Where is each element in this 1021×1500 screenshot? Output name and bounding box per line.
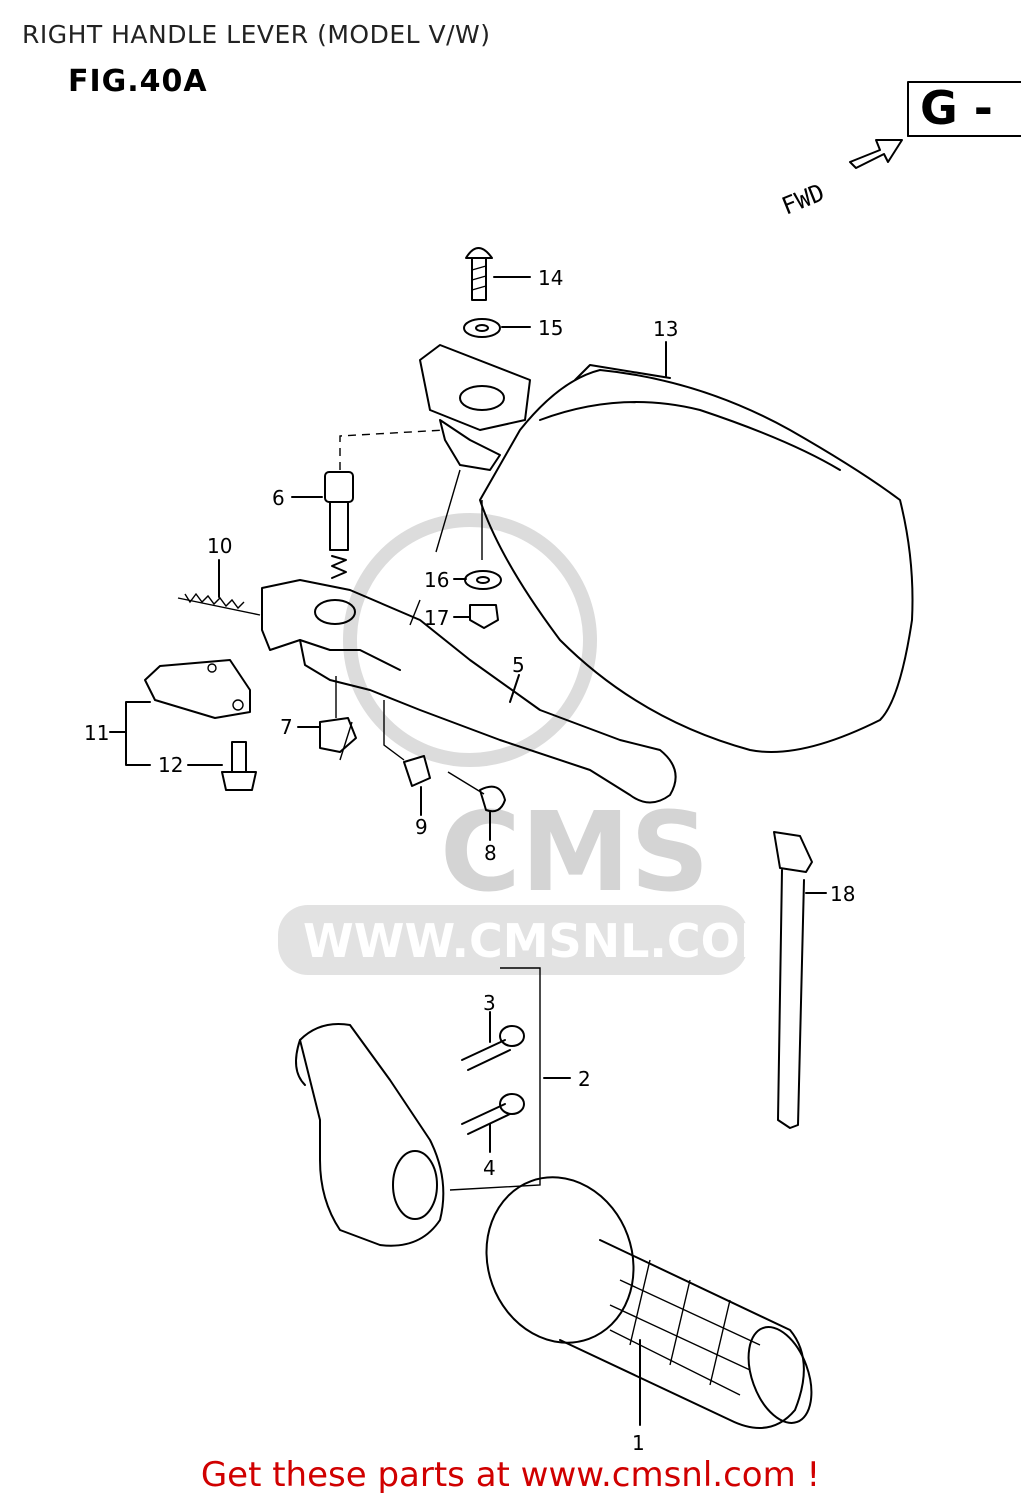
page-title: RIGHT HANDLE LEVER (MODEL V/W) [22,20,491,49]
callout-13: 13 [653,317,678,341]
footer-link[interactable]: Get these parts at www.cmsnl.com ! [200,1455,821,1495]
callout-9: 9 [415,815,428,839]
forward-arrow-icon [849,139,903,169]
throttle-housing-2 [295,967,571,1247]
assembly-lines [339,429,483,626]
callout-2: 2 [578,1067,591,1091]
collar-9 [383,700,431,816]
grip-1 [485,1176,813,1429]
adjuster-10 [177,559,261,616]
callout-17: 17 [424,606,449,630]
reference-box: G - [907,81,1021,137]
callout-8: 8 [484,841,497,865]
callout-16: 16 [424,568,449,592]
figure-label: FIG.40A [68,64,208,99]
callout-12: 12 [158,753,183,777]
reference-box-label: G - [920,81,993,135]
screw-8 [447,771,506,841]
screw-14 [465,247,531,301]
screw-3 [461,1011,525,1071]
washer-15 [463,318,531,338]
callout-1: 1 [632,1431,645,1455]
pivot-bolt-6 [291,471,354,579]
nut-17 [453,604,499,629]
callout-18: 18 [830,882,855,906]
forward-label: FWD [778,178,829,220]
callout-4: 4 [483,1156,496,1180]
callout-5: 5 [512,653,525,677]
callout-3: 3 [483,991,496,1015]
callout-14: 14 [538,266,563,290]
bolt-12 [187,741,257,791]
handguard-13 [419,341,914,753]
callout-6: 6 [272,486,285,510]
watermark: CMS WWW.CMSNL.COM [278,513,786,975]
callout-10: 10 [207,534,232,558]
screw-4 [461,1093,525,1153]
callout-7: 7 [280,715,293,739]
washer-16 [453,570,502,590]
nut-7 [297,676,357,761]
callouts: 1 2 3 4 5 6 7 8 9 10 11 12 13 14 15 16 1… [84,266,855,1455]
forward-arrow: FWD [778,139,903,221]
callout-15: 15 [538,316,563,340]
watermark-logo: CMS [440,788,709,916]
callout-11: 11 [84,721,109,745]
strap-18 [773,831,827,1129]
lever-5 [261,579,677,804]
watermark-url: WWW.CMSNL.COM [303,914,786,968]
bracket-11 [109,659,251,766]
